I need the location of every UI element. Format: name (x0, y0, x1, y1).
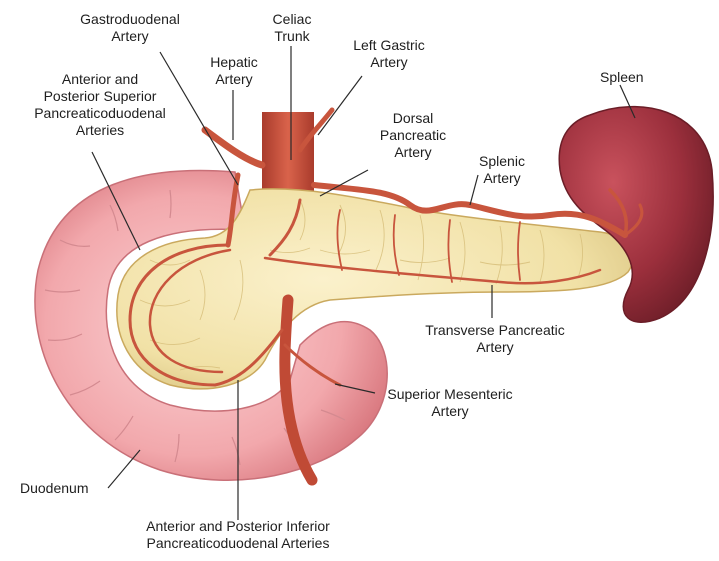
label-celiac-trunk: Celiac Trunk (254, 11, 330, 45)
label-line: Celiac (254, 11, 330, 28)
label-line: Artery (334, 54, 444, 71)
label-line: Artery (464, 170, 540, 187)
label-superior-mesenteric-artery: Superior Mesenteric Artery (370, 386, 530, 420)
label-line: Gastroduodenal (66, 11, 194, 28)
label-line: Artery (410, 339, 580, 356)
label-line: Pancreaticoduodenal Arteries (118, 535, 358, 552)
label-line: Artery (370, 144, 456, 161)
label-line: Anterior and Posterior Inferior (118, 518, 358, 535)
label-line: Artery (66, 28, 194, 45)
label-anterior-posterior-superior-pancreaticoduodenal-arteries: Anterior and Posterior Superior Pancreat… (20, 71, 180, 139)
label-spleen: Spleen (600, 69, 644, 86)
label-gastroduodenal-artery: Gastroduodenal Artery (66, 11, 194, 45)
label-dorsal-pancreatic-artery: Dorsal Pancreatic Artery (370, 110, 456, 161)
label-line: Spleen (600, 69, 644, 86)
label-line: Superior Mesenteric (370, 386, 530, 403)
label-line: Artery (196, 71, 272, 88)
label-transverse-pancreatic-artery: Transverse Pancreatic Artery (410, 322, 580, 356)
label-line: Pancreatic (370, 127, 456, 144)
label-line: Artery (370, 403, 530, 420)
label-line: Anterior and (20, 71, 180, 88)
label-line: Splenic (464, 153, 540, 170)
label-line: Dorsal (370, 110, 456, 127)
label-hepatic-artery: Hepatic Artery (196, 54, 272, 88)
label-line: Trunk (254, 28, 330, 45)
label-line: Duodenum (20, 480, 89, 497)
label-line: Transverse Pancreatic (410, 322, 580, 339)
label-splenic-artery: Splenic Artery (464, 153, 540, 187)
label-line: Left Gastric (334, 37, 444, 54)
label-line: Pancreaticoduodenal (20, 105, 180, 122)
label-anterior-posterior-inferior-pancreaticoduodenal-arteries: Anterior and Posterior Inferior Pancreat… (118, 518, 358, 552)
label-line: Arteries (20, 122, 180, 139)
label-duodenum: Duodenum (20, 480, 89, 497)
label-line: Hepatic (196, 54, 272, 71)
label-left-gastric-artery: Left Gastric Artery (334, 37, 444, 71)
label-line: Posterior Superior (20, 88, 180, 105)
